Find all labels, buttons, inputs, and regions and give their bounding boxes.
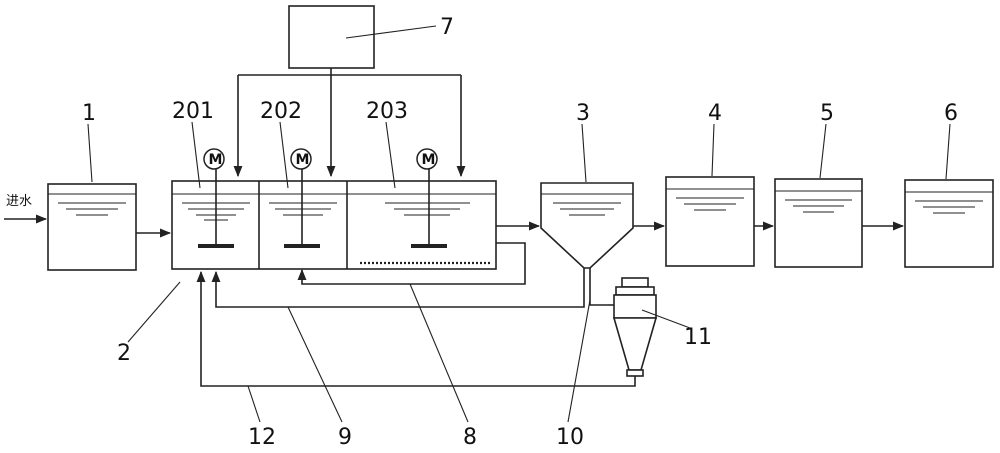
leader-10 <box>567 299 591 423</box>
label-11: 11 <box>684 325 712 350</box>
leader-11 <box>641 309 691 329</box>
return-line-9 <box>211 268 585 308</box>
leader-7 <box>345 25 437 39</box>
label-6: 6 <box>944 101 958 126</box>
mixer-203 <box>411 148 447 248</box>
tank-1 <box>47 183 137 271</box>
tank-4 <box>665 176 755 267</box>
motor-202-label: M <box>296 152 310 168</box>
mixer-202 <box>284 148 320 248</box>
label-7: 7 <box>440 15 454 40</box>
dosing-unit-7 <box>233 5 466 178</box>
leader-202 <box>279 121 289 189</box>
tank-3 <box>540 182 634 269</box>
leader-201 <box>191 121 201 189</box>
sludge-line-10 <box>589 268 614 306</box>
label-10: 10 <box>556 425 584 450</box>
leader-5 <box>819 123 827 179</box>
tank-5 <box>774 178 863 268</box>
label-201: 201 <box>172 99 214 124</box>
leader-3 <box>581 123 587 183</box>
leader-9 <box>287 306 343 423</box>
leader-1 <box>87 123 93 183</box>
label-203: 203 <box>366 99 408 124</box>
label-5: 5 <box>820 101 834 126</box>
leader-2 <box>127 281 181 343</box>
label-4: 4 <box>708 101 722 126</box>
separator-11 <box>608 277 658 377</box>
leader-203 <box>385 121 396 189</box>
return-line-12 <box>196 270 636 387</box>
leader-4 <box>711 123 715 177</box>
reactor-2 <box>171 180 497 270</box>
leader-8 <box>409 283 469 423</box>
inlet-label: 进水 <box>6 194 32 209</box>
label-12: 12 <box>248 425 276 450</box>
tank-6 <box>904 179 994 268</box>
mixer-201 <box>198 148 234 248</box>
label-2: 2 <box>117 341 131 366</box>
motor-201-label: M <box>209 152 223 168</box>
leader-12 <box>247 385 261 423</box>
label-8: 8 <box>463 425 477 450</box>
label-3: 3 <box>576 101 590 126</box>
leader-6 <box>945 123 951 180</box>
label-202: 202 <box>260 99 302 124</box>
motor-203-label: M <box>422 152 436 168</box>
return-line-8 <box>297 242 526 285</box>
label-1: 1 <box>82 101 96 126</box>
label-9: 9 <box>338 425 352 450</box>
